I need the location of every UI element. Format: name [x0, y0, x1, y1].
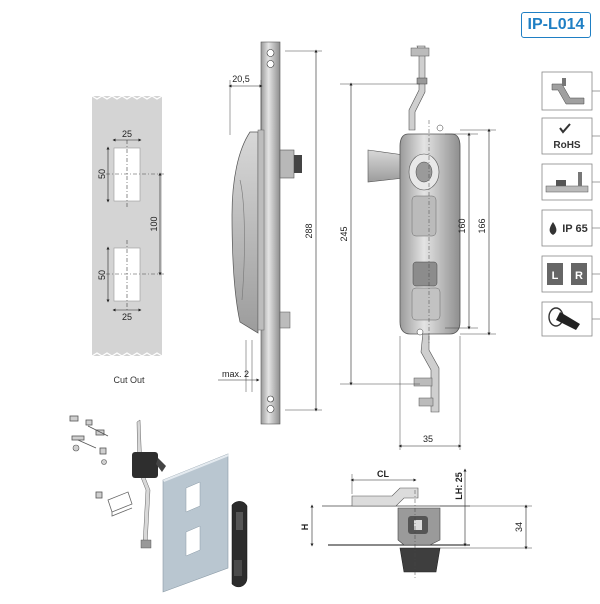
bottom-view-drawing: CL LH: 25 H 34	[300, 468, 532, 580]
side-max-label: max. 2	[222, 369, 249, 379]
cutout-hole-top	[113, 147, 141, 202]
front-160-label: 160	[457, 218, 467, 233]
cutout-width-bottom-label: 25	[122, 312, 132, 322]
side-view-drawing: 20,5 max. 2 288	[218, 41, 322, 425]
feature-icon-column: RoHS IP 65 L R	[541, 71, 600, 337]
rohs-icon: RoHS	[541, 117, 600, 155]
front-view-drawing: 245 160 166 35	[339, 45, 496, 450]
side-offset-label: 20,5	[232, 74, 250, 84]
front-width-label: 35	[423, 434, 433, 444]
cutout-drawing: 25 25 50 50 100 Cut Out	[91, 95, 165, 385]
iso-rod	[136, 419, 151, 546]
bottom-cl-label: CL	[377, 469, 389, 479]
ip-rating-icon: IP 65	[541, 209, 600, 247]
ip-rating-label: IP 65	[562, 223, 588, 235]
left-label: L	[552, 270, 559, 282]
left-right-icon: L R	[541, 255, 600, 293]
cutout-height-top-label: 50	[97, 169, 107, 179]
key-lock-icon	[541, 301, 600, 337]
cutout-height-bottom-label: 50	[97, 270, 107, 280]
rod-profile-icon	[541, 71, 600, 111]
bottom-lever	[351, 487, 419, 507]
front-166-label: 166	[477, 218, 487, 233]
cutout-pitch-label: 100	[149, 216, 159, 231]
cutout-width-top-label: 25	[122, 129, 132, 139]
bottom-34-label: 34	[514, 522, 524, 532]
side-total-label: 288	[304, 223, 314, 238]
rohs-label: RoHS	[553, 140, 581, 151]
front-top-rod	[408, 45, 426, 131]
front-245-label: 245	[339, 226, 349, 241]
side-handle-body	[231, 131, 259, 334]
cutout-caption: Cut Out	[113, 375, 145, 385]
cutout-panel	[92, 96, 162, 356]
right-label: R	[575, 270, 583, 282]
exploded-view-drawing	[69, 415, 248, 593]
bottom-lh-label: LH: 25	[454, 472, 464, 500]
panel-mount-icon	[541, 163, 600, 201]
front-lever	[367, 149, 405, 183]
bottom-h-label: H	[300, 524, 310, 531]
product-code-badge: IP-L014	[521, 12, 591, 38]
iso-panel	[162, 453, 229, 593]
